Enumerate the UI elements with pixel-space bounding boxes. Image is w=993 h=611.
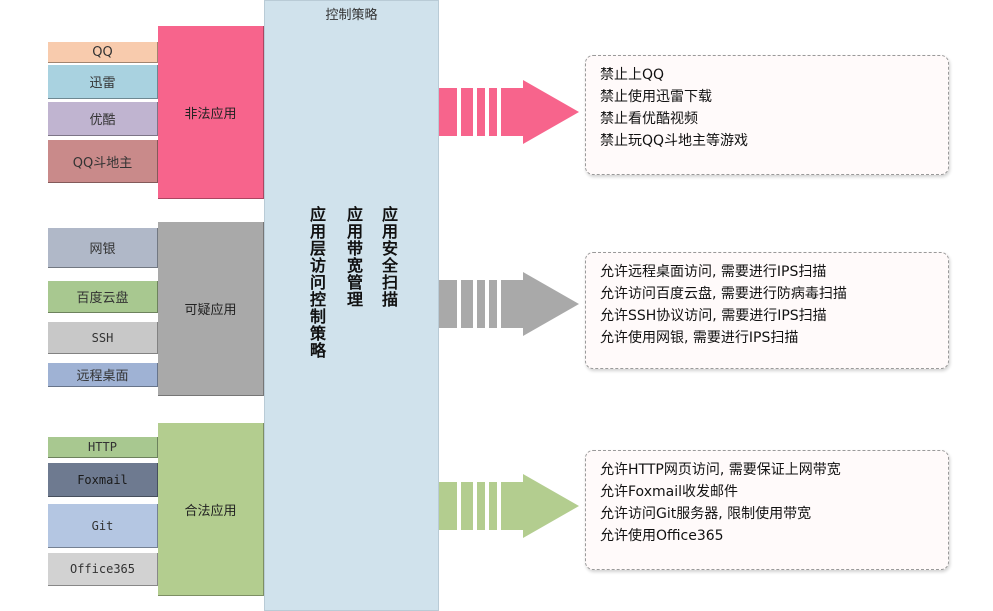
rule-line: 禁止看优酷视频 bbox=[600, 111, 698, 127]
arrow-illegal-bar-5 bbox=[501, 88, 523, 136]
arrow-legal-bar-3 bbox=[477, 482, 485, 530]
policy-bandwidth-management: 应用带宽管理 bbox=[344, 206, 363, 308]
arrow-suspicious-bar-5 bbox=[501, 280, 523, 328]
app-online-banking: 网银 bbox=[48, 228, 158, 268]
rule-line: 允许远程桌面访问, 需要进行IPS扫描 bbox=[600, 264, 827, 280]
app-youku: 优酷 bbox=[48, 102, 158, 136]
app-xunlei: 迅雷 bbox=[48, 65, 158, 99]
arrow-suspicious-bar-4 bbox=[489, 280, 497, 328]
rule-line: 允许Foxmail收发邮件 bbox=[600, 484, 738, 500]
arrow-legal bbox=[439, 474, 579, 538]
arrow-legal-bar-1 bbox=[439, 482, 457, 530]
app-baidu-netdisk: 百度云盘 bbox=[48, 281, 158, 313]
arrow-illegal-bar-1 bbox=[439, 88, 457, 136]
rules-note-legal: 允许HTTP网页访问, 需要保证上网带宽 允许Foxmail收发邮件 允许访问G… bbox=[585, 450, 949, 570]
policy-column bbox=[264, 0, 439, 611]
rule-line: 禁止上QQ bbox=[600, 67, 665, 83]
app-ssh: SSH bbox=[48, 322, 158, 354]
arrow-illegal bbox=[439, 80, 579, 144]
arrow-suspicious bbox=[439, 272, 579, 336]
arrow-suspicious-bar-1 bbox=[439, 280, 457, 328]
policy-access-control: 应用层访问控制策略 bbox=[307, 206, 326, 359]
app-qq: QQ bbox=[48, 42, 158, 63]
policy-security-scan: 应用安全扫描 bbox=[379, 206, 398, 308]
arrow-legal-bar-5 bbox=[501, 482, 523, 530]
diagram-title: 控制策略 bbox=[325, 8, 378, 23]
group-illegal-apps: 非法应用 bbox=[158, 26, 264, 199]
app-office365: Office365 bbox=[48, 553, 158, 586]
app-http: HTTP bbox=[48, 437, 158, 458]
group-legal-apps: 合法应用 bbox=[158, 423, 264, 596]
arrow-illegal-bar-3 bbox=[477, 88, 485, 136]
rule-line: 允许使用Office365 bbox=[600, 528, 724, 544]
rules-note-illegal: 禁止上QQ 禁止使用迅雷下载 禁止看优酷视频 禁止玩QQ斗地主等游戏 bbox=[585, 55, 949, 175]
rule-line: 允许访问Git服务器, 限制使用带宽 bbox=[600, 506, 812, 522]
arrow-suspicious-bar-2 bbox=[461, 280, 473, 328]
arrow-illegal-bar-4 bbox=[489, 88, 497, 136]
arrow-suspicious-bar-3 bbox=[477, 280, 485, 328]
rule-line: 允许SSH协议访问, 需要进行IPS扫描 bbox=[600, 308, 827, 324]
app-git: Git bbox=[48, 504, 158, 548]
arrow-illegal-bar-2 bbox=[461, 88, 473, 136]
arrow-legal-bar-4 bbox=[489, 482, 497, 530]
rule-line: 允许使用网银, 需要进行IPS扫描 bbox=[600, 330, 799, 346]
rule-line: 允许访问百度云盘, 需要进行防病毒扫描 bbox=[600, 286, 847, 302]
arrow-suspicious-head bbox=[523, 272, 579, 336]
rules-note-suspicious: 允许远程桌面访问, 需要进行IPS扫描 允许访问百度云盘, 需要进行防病毒扫描 … bbox=[585, 252, 949, 369]
arrow-illegal-head bbox=[523, 80, 579, 144]
app-foxmail: Foxmail bbox=[48, 463, 158, 497]
rule-line: 允许HTTP网页访问, 需要保证上网带宽 bbox=[600, 462, 841, 478]
app-remote-desktop: 远程桌面 bbox=[48, 363, 158, 387]
app-qq-doudizhu: QQ斗地主 bbox=[48, 140, 158, 183]
arrow-legal-head bbox=[523, 474, 579, 538]
rule-line: 禁止玩QQ斗地主等游戏 bbox=[600, 133, 749, 149]
group-suspicious-apps: 可疑应用 bbox=[158, 222, 264, 396]
rule-line: 禁止使用迅雷下载 bbox=[600, 89, 712, 105]
arrow-legal-bar-2 bbox=[461, 482, 473, 530]
